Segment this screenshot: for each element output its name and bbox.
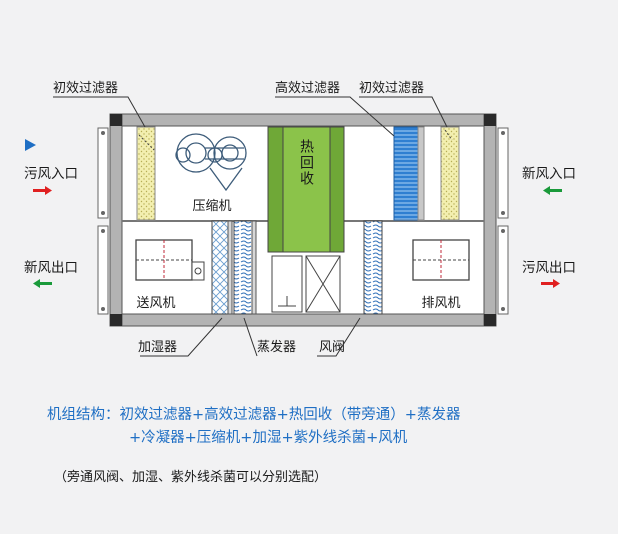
leader-evaporator [243,317,258,357]
high-efficiency-filter-label: 高效过滤器 [275,80,340,96]
compressor [175,133,247,192]
arrow-right-icon [541,279,560,288]
leader-damper [317,317,361,357]
humidifier [211,220,233,315]
heat-recovery-label: 热回收 [298,139,314,187]
right-flanges [497,127,509,315]
coil-right [363,220,383,315]
arrow-left-icon [543,186,562,195]
primary-filter-right-label: 初效过滤器 [359,81,424,96]
leader-primary-filter-left [53,96,146,128]
supply-fan [135,239,205,281]
fresh-air-inlet-label: 新风入口 [522,166,576,182]
compressor-label: 压缩机 [192,198,231,214]
dirty-air-inlet-label: 污风入口 [24,166,78,182]
leader-primary-filter-right [359,96,448,128]
high-efficiency-filter [393,126,425,221]
leader-humidifier [140,317,223,357]
arrow-right-icon [33,186,52,195]
ahu-diagram: 热回收 压缩机 送风机 排风机 初效过 [24,80,576,357]
dirty-air-outlet-label: 污风出口 [522,260,576,276]
arrow-left-icon [33,279,52,288]
unit-structure-text: 机组结构：初效过滤器+高效过滤器+热回收（带旁通）+蒸发器 +冷凝器+压缩机+加… [47,404,607,450]
supply-fan-label: 送风机 [136,296,175,311]
left-flanges [97,127,109,315]
primary-filter-left [136,126,156,221]
damper [271,255,341,313]
structure-line-2: +冷凝器+压缩机+加湿+紫外线杀菌+风机 [129,430,408,446]
exhaust-fan-label: 排风机 [421,296,460,311]
evaporator [233,220,257,315]
primary-filter-right [440,126,460,221]
humidifier-label: 加湿器 [138,340,177,355]
primary-filter-left-label: 初效过滤器 [53,81,118,96]
evaporator-label: 蒸发器 [257,339,296,355]
options-note: （旁通风阀、加湿、紫外线杀菌可以分别选配） [54,470,328,485]
play-icon [25,139,36,151]
exhaust-fan [412,239,470,281]
structure-line-1: 机组结构：初效过滤器+高效过滤器+热回收（带旁通）+蒸发器 [47,407,461,423]
heat-recovery-core [267,126,345,253]
fresh-air-outlet-label: 新风出口 [24,260,78,276]
leader-high-efficiency-filter [275,96,395,137]
